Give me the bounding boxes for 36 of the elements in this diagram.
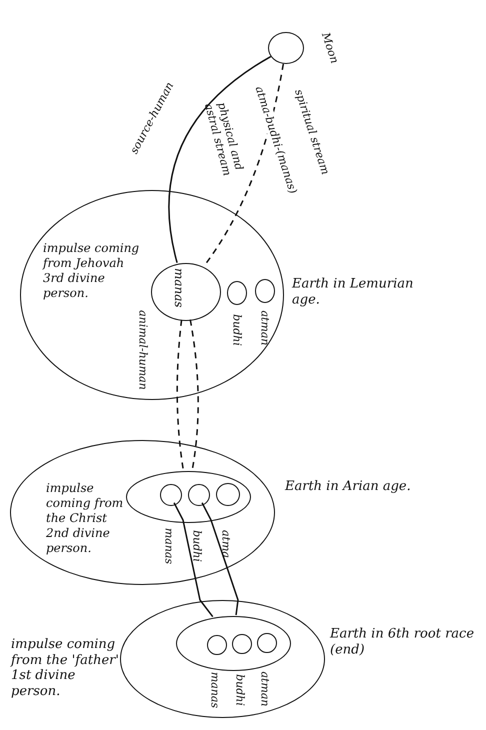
node-text: manas xyxy=(171,268,186,308)
side-label: Earth in 6th root race (end) xyxy=(330,626,476,658)
small-circle xyxy=(151,263,221,321)
earth-oval xyxy=(10,440,275,585)
connector-line xyxy=(173,502,214,618)
small-circle xyxy=(216,483,240,506)
side-label: atman xyxy=(258,671,272,707)
connector-line xyxy=(168,56,272,263)
earth-oval xyxy=(120,600,325,718)
side-label: budhi xyxy=(190,530,204,562)
small-circle xyxy=(227,281,247,305)
side-label: manas xyxy=(208,672,222,708)
side-label: budhi xyxy=(233,674,247,706)
side-label: Moon xyxy=(318,30,342,66)
moon-circle xyxy=(268,32,304,64)
side-label: animal-human xyxy=(136,310,150,390)
small-circle xyxy=(160,484,182,506)
small-circle xyxy=(188,484,210,506)
small-circle xyxy=(257,633,277,653)
side-label: impulse coming from the 'father' 1st divine person. xyxy=(11,636,119,700)
dashed-line xyxy=(190,320,199,470)
side-label: Earth in Arian age. xyxy=(285,479,412,495)
inner-oval xyxy=(176,616,291,671)
side-label: atman xyxy=(258,310,272,346)
side-label: Earth in Lemurian age. xyxy=(292,276,414,308)
small-circle xyxy=(232,634,252,654)
small-circle xyxy=(255,279,275,303)
small-circle xyxy=(207,635,227,655)
side-label: budhi xyxy=(230,314,244,346)
dashed-line xyxy=(176,320,184,470)
inner-oval xyxy=(126,471,251,523)
node-text: impulse coming from Jehovah 3rd divine person. xyxy=(43,241,140,301)
side-label: atma xyxy=(219,530,233,558)
connector-line xyxy=(201,502,239,616)
side-label: manas xyxy=(162,528,176,564)
node-text: impulse coming from the Christ 2nd divine person. xyxy=(46,481,124,556)
